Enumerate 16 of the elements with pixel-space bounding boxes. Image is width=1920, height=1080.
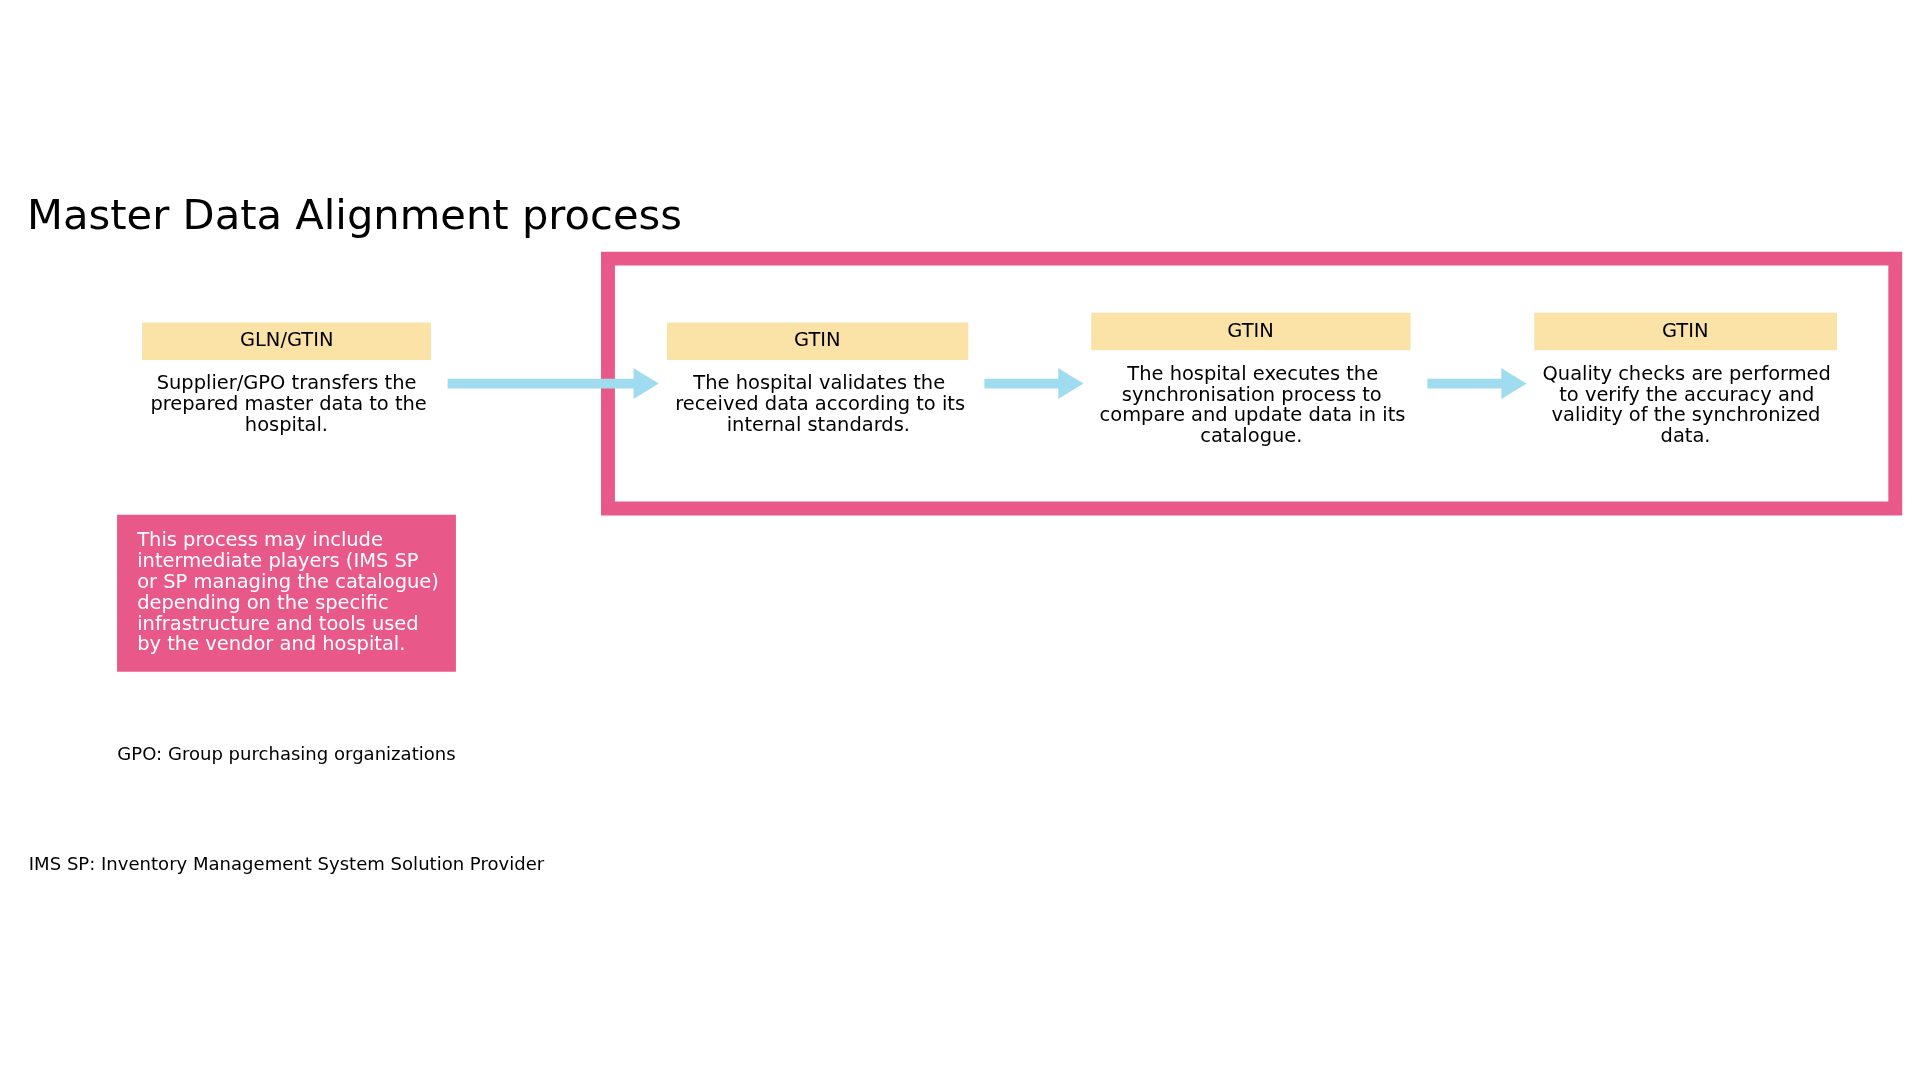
arrow — [984, 367, 1084, 399]
diagram-title: Master Data Alignment process — [27, 189, 683, 239]
node-box: This process may include intermediate players (IMS SP or SP managing the catalogue) depending on the specific infrastructure and tools used by the vendor and hospital. — [117, 514, 456, 672]
label: GPO: Group purchasing organizations — [117, 742, 456, 764]
node-label: The hospital executes the synchronisation process to compare and update data in its catalogue. — [1099, 361, 1406, 447]
node-box: GTIN — [1091, 312, 1411, 350]
node-box: GTIN — [1534, 312, 1837, 350]
arrow — [1427, 367, 1527, 399]
node-box: GLN/GTIN — [142, 322, 431, 360]
node-label: Supplier/GPO transfers the prepared master data to the hospital. — [150, 370, 427, 436]
label: IMS SP: Inventory Management System Solution Provider — [28, 852, 545, 874]
node-box: GTIN — [667, 322, 969, 360]
node-label: The hospital validates the received data according to its internal standards. — [675, 370, 966, 436]
node-label: Quality checks are performed to verify the accuracy and validity of the synchronized data. — [1542, 361, 1831, 447]
arrow — [447, 367, 659, 399]
cluster — [601, 251, 1903, 515]
